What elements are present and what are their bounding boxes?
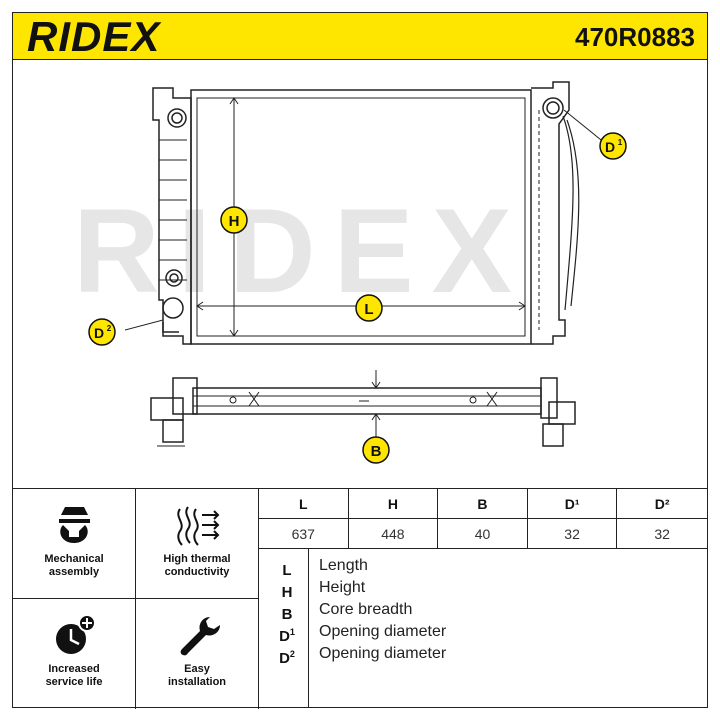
heat-waves-icon (136, 503, 258, 547)
dimensions-table: L H B D¹ D² 637 448 40 32 32 (259, 489, 707, 549)
d2-badge (88, 318, 116, 346)
feature-label-line1: Increased (48, 663, 100, 675)
wrench-icon (136, 613, 258, 657)
info-panel: Mechanical assembly High thermal conduct… (12, 488, 708, 709)
radiator-top-view (150, 370, 576, 447)
legend-text: Height (319, 579, 366, 596)
legend-symbol: D2 (279, 649, 295, 667)
legend-text: Opening diameter (319, 623, 447, 640)
feature-increased-service-life: Increased service life (13, 599, 136, 709)
breadth-badge-label: B (371, 443, 382, 460)
d1-badge (599, 132, 627, 160)
d2-badge-sup: 2 (107, 324, 112, 333)
wrench-nut-icon (13, 503, 135, 547)
legend-symbol: B (281, 606, 293, 623)
legend-symbol: H (281, 584, 293, 601)
technical-drawing: RIDEX (12, 60, 708, 488)
dim-header-d1: D¹ (527, 489, 618, 519)
dim-value-l: 637 (259, 519, 349, 549)
feature-label-line1: Easy (184, 663, 210, 675)
dim-value-d1: 32 (528, 519, 618, 549)
length-badge (355, 294, 383, 322)
dimension-legend: L Length H Height B Core breadth D1 Open… (259, 549, 707, 707)
d2-badge-label: D (94, 325, 104, 341)
dim-value-h: 448 (349, 519, 439, 549)
length-badge-label: L (364, 301, 373, 318)
feature-label-line2: service life (45, 676, 103, 688)
dim-header-b: B (438, 489, 528, 519)
brand-logo: RIDEX (27, 13, 161, 60)
feature-label-line1: Mechanical (44, 553, 104, 565)
feature-label-line1: High thermal (163, 553, 231, 565)
legend-row: H Height (259, 577, 707, 601)
header-bar: RIDEX 470R0883 (12, 12, 708, 60)
feature-mechanical-assembly: Mechanical assembly (13, 489, 136, 599)
legend-text: Length (319, 557, 368, 574)
legend-divider (308, 549, 309, 707)
dim-header-l: L (259, 489, 349, 519)
breadth-badge (362, 436, 390, 464)
d1-badge-label: D (605, 139, 615, 155)
feature-label-line2: conductivity (164, 566, 230, 578)
part-number: 470R0883 (575, 22, 695, 52)
dim-header-h: H (348, 489, 439, 519)
feature-high-thermal-conductivity: High thermal conductivity (136, 489, 259, 599)
legend-symbol: L (282, 562, 292, 579)
watermark-text: RIDEX (73, 184, 530, 318)
feature-label-line2: assembly (48, 566, 100, 578)
dim-header-d2: D² (617, 489, 707, 519)
height-badge-label: H (229, 213, 240, 230)
dim-value-d2: 32 (654, 526, 670, 542)
legend-text: Core breadth (319, 601, 413, 618)
dim-value-b: 40 (438, 519, 528, 549)
legend-row: L Length (259, 555, 707, 579)
legend-row: B Core breadth (259, 599, 707, 623)
clock-plus-icon (13, 613, 135, 657)
legend-row: D2 Opening diameter (259, 643, 707, 667)
feature-label-line2: installation (167, 676, 227, 688)
radiator-drawing-svg: RIDEX (73, 81, 627, 464)
legend-row: D1 Opening diameter (259, 621, 707, 645)
legend-symbol: D1 (279, 627, 295, 645)
height-badge (220, 206, 248, 234)
legend-text: Opening diameter (319, 645, 447, 662)
d1-badge-sup: 1 (618, 138, 623, 147)
feature-easy-installation: Easy installation (136, 599, 259, 709)
